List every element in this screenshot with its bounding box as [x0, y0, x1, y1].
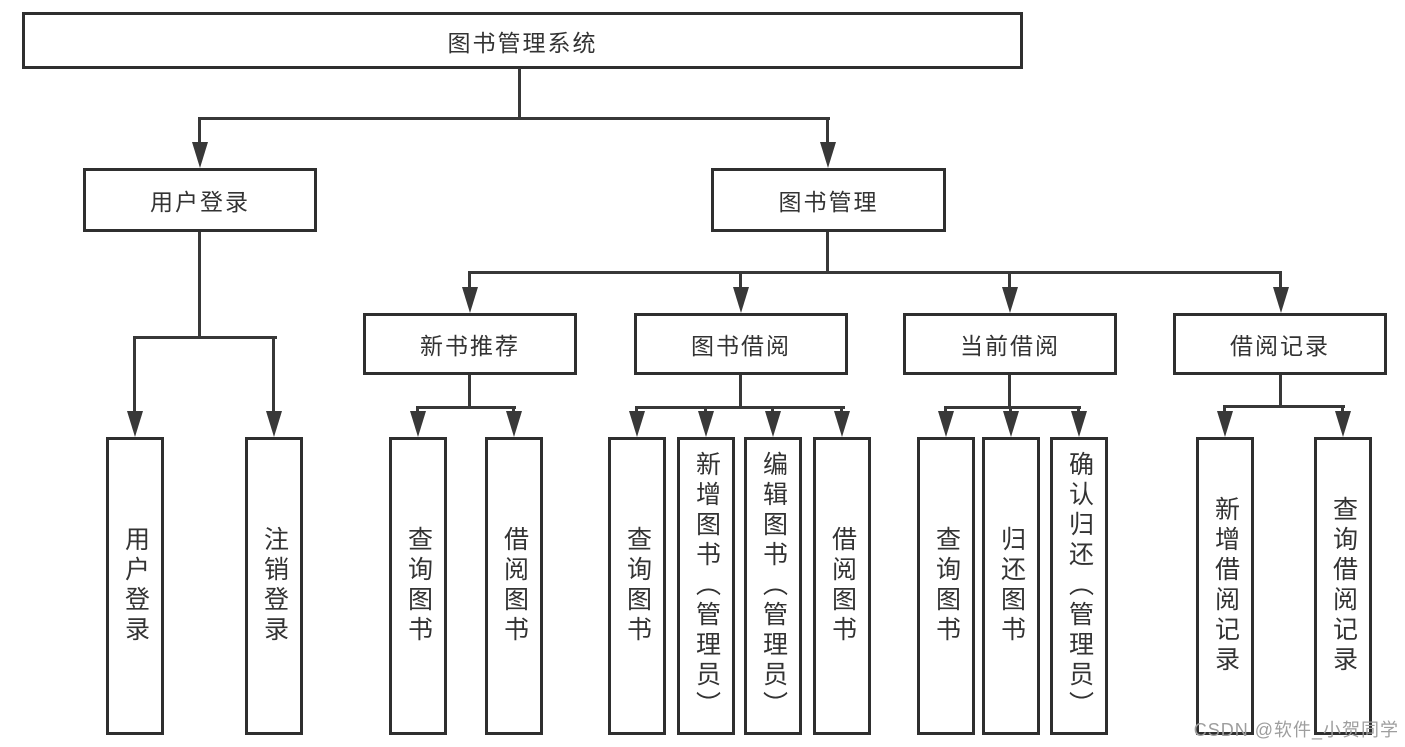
- connector-line: [1223, 405, 1345, 408]
- node-leaf-query-books-borrowing: 查询图书: [608, 437, 666, 735]
- connector-line: [1341, 405, 1344, 415]
- node-current-borrowing: 当前借阅: [903, 313, 1117, 375]
- connector-arrow-icon: [127, 411, 143, 437]
- connector-arrow-icon: [938, 411, 954, 437]
- node-label: 用户登录: [150, 189, 250, 215]
- connector-line: [416, 406, 419, 415]
- connector-line: [826, 232, 829, 274]
- connector-line: [840, 406, 843, 415]
- node-label: 新增图书（管理员）: [692, 451, 721, 721]
- node-label: 确认归还（管理员）: [1065, 451, 1094, 721]
- node-leaf-query-books-recommend: 查询图书: [389, 437, 447, 735]
- connector-arrow-icon: [834, 411, 850, 437]
- connector-arrow-icon: [462, 287, 478, 313]
- node-leaf-query-borrow-record: 查询借阅记录: [1314, 437, 1372, 735]
- connector-line: [468, 271, 471, 289]
- connector-arrow-icon: [820, 142, 836, 168]
- connector-line: [944, 406, 1081, 409]
- node-label: 编辑图书（管理员）: [759, 451, 788, 721]
- node-label: 借阅图书: [500, 526, 529, 646]
- connector-arrow-icon: [765, 411, 781, 437]
- connector-line: [739, 375, 742, 409]
- node-label: 查询图书: [623, 526, 652, 646]
- node-book-management: 图书管理: [711, 168, 946, 232]
- node-label: 新增借阅记录: [1211, 496, 1240, 676]
- node-book-borrowing: 图书借阅: [634, 313, 848, 375]
- node-label: 图书管理: [778, 189, 879, 215]
- connector-line: [512, 406, 515, 415]
- connector-line: [1008, 375, 1011, 409]
- node-label: 借阅图书: [828, 526, 857, 646]
- node-leaf-logout: 注销登录: [245, 437, 303, 735]
- node-leaf-return-books: 归还图书: [982, 437, 1040, 735]
- node-label: 图书管理系统: [447, 29, 598, 56]
- connector-line: [739, 271, 742, 289]
- node-user-login: 用户登录: [83, 168, 317, 232]
- node-label: 借阅记录: [1230, 333, 1330, 359]
- connector-line: [133, 336, 277, 339]
- node-leaf-edit-books-admin: 编辑图书（管理员）: [744, 437, 802, 735]
- connector-line: [635, 406, 638, 415]
- node-leaf-user-login: 用户登录: [106, 437, 164, 735]
- watermark: CSDN @软件_小贺同学: [1193, 720, 1399, 740]
- connector-line: [416, 406, 516, 409]
- node-leaf-borrow-books-recommend: 借阅图书: [485, 437, 543, 735]
- connector-arrow-icon: [1071, 411, 1087, 437]
- node-label: 查询图书: [932, 526, 961, 646]
- node-label: 新书推荐: [420, 333, 520, 359]
- connector-arrow-icon: [1273, 287, 1289, 313]
- connector-arrow-icon: [1002, 287, 1018, 313]
- node-label: 注销登录: [260, 526, 289, 646]
- connector-line: [1279, 375, 1282, 408]
- connector-line: [518, 68, 521, 118]
- connector-line: [198, 117, 201, 147]
- connector-arrow-icon: [733, 287, 749, 313]
- connector-arrow-icon: [192, 142, 208, 168]
- connector-line: [133, 336, 136, 413]
- connector-line: [704, 406, 707, 415]
- connector-line: [1279, 271, 1282, 289]
- connector-arrow-icon: [410, 411, 426, 437]
- connector-line: [1077, 406, 1080, 415]
- node-label: 用户登录: [121, 526, 150, 646]
- connector-line: [944, 406, 947, 415]
- node-leaf-add-books-admin: 新增图书（管理员）: [677, 437, 735, 735]
- connector-arrow-icon: [698, 411, 714, 437]
- node-label: 当前借阅: [960, 333, 1060, 359]
- connector-arrow-icon: [1003, 411, 1019, 437]
- node-label: 查询图书: [404, 526, 433, 646]
- connector-line: [1223, 405, 1226, 415]
- node-library-management-system: 图书管理系统: [22, 12, 1023, 69]
- node-leaf-confirm-return-admin: 确认归还（管理员）: [1050, 437, 1108, 735]
- connector-line: [198, 232, 201, 339]
- node-label: 查询借阅记录: [1329, 496, 1358, 676]
- connector-line: [272, 336, 275, 413]
- node-leaf-query-books-current: 查询图书: [917, 437, 975, 735]
- connector-arrow-icon: [506, 411, 522, 437]
- connector-arrow-icon: [629, 411, 645, 437]
- connector-line: [1008, 271, 1011, 289]
- connector-line: [635, 406, 845, 409]
- connector-arrow-icon: [1335, 411, 1351, 437]
- connector-line: [468, 375, 471, 409]
- connector-line: [468, 271, 1282, 274]
- node-label: 归还图书: [997, 526, 1026, 646]
- node-borrowing-records: 借阅记录: [1173, 313, 1387, 375]
- node-label: 图书借阅: [691, 333, 791, 359]
- node-new-book-recommendation: 新书推荐: [363, 313, 577, 375]
- node-leaf-borrow-books: 借阅图书: [813, 437, 871, 735]
- connector-arrow-icon: [266, 411, 282, 437]
- connector-line: [198, 117, 830, 120]
- node-leaf-add-borrow-record: 新增借阅记录: [1196, 437, 1254, 735]
- connector-line: [771, 406, 774, 415]
- connector-line: [1009, 406, 1012, 415]
- connector-line: [826, 117, 829, 147]
- connector-arrow-icon: [1217, 411, 1233, 437]
